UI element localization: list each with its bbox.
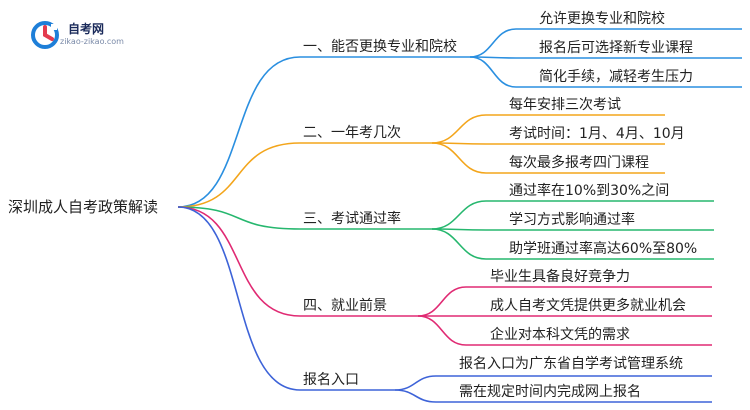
leaf-1-1: 允许更换专业和院校	[539, 11, 665, 27]
logo-mark-icon	[31, 21, 59, 49]
branch-label-2: 二、一年考几次	[303, 125, 401, 141]
leaf-1-2: 报名后可选择新专业课程	[539, 40, 693, 56]
site-logo: 自考网 zikao-zikao.com	[30, 18, 140, 52]
leaf-link-1-3	[469, 56, 742, 88]
leaf-3-2: 学习方式影响通过率	[509, 212, 635, 228]
branch-label-5: 报名入口	[303, 372, 359, 388]
branch-label-3: 三、考试通过率	[303, 211, 401, 227]
leaf-link-4-3	[417, 315, 712, 346]
branch-link-3	[177, 206, 432, 230]
branch-label-4: 四、就业前景	[303, 298, 387, 314]
branch-link-4	[177, 206, 418, 317]
branch-label-1: 一、能否更换专业和院校	[303, 39, 457, 55]
branch-link-1	[177, 56, 470, 208]
leaf-link-5-2	[394, 389, 712, 403]
logo-name: 自考网	[68, 22, 105, 36]
leaf-3-1: 通过率在10%到30%之间	[509, 183, 670, 199]
branch-link-5	[177, 206, 395, 391]
logo-url: zikao-zikao.com	[60, 37, 124, 46]
leaf-link-3-1	[431, 200, 714, 230]
leaf-1-3: 简化手续，减轻考生压力	[539, 69, 693, 85]
root-node: 深圳成人自考政策解读	[8, 198, 159, 216]
leaf-2-3: 每次最多报考四门课程	[509, 155, 649, 171]
leaf-5-1: 报名入口为广东省自学考试管理系统	[459, 356, 683, 372]
leaf-link-4-1	[417, 286, 712, 317]
leaf-2-1: 每年安排三次考试	[509, 97, 621, 113]
leaf-link-3-2	[431, 228, 714, 231]
leaf-link-2-1	[431, 114, 665, 144]
leaf-link-2-3	[431, 142, 665, 174]
branch-link-2	[177, 142, 432, 208]
leaf-2-2: 考试时间：1月、4月、10月	[509, 126, 685, 142]
leaf-link-1-1	[469, 28, 742, 58]
leaf-3-3: 助学班通过率高达60%至80%	[509, 241, 698, 257]
leaf-5-2: 需在规定时间内完成网上报名	[459, 384, 641, 400]
leaf-4-1: 毕业生具备良好竞争力	[490, 269, 630, 285]
leaf-4-3: 企业对本科文凭的需求	[490, 327, 630, 343]
leaf-link-2-2	[431, 142, 665, 145]
leaf-4-2: 成人自考文凭提供更多就业机会	[490, 298, 686, 314]
leaf-link-5-1	[394, 375, 712, 391]
leaf-link-3-3	[431, 228, 714, 260]
leaf-link-1-2	[469, 56, 742, 59]
